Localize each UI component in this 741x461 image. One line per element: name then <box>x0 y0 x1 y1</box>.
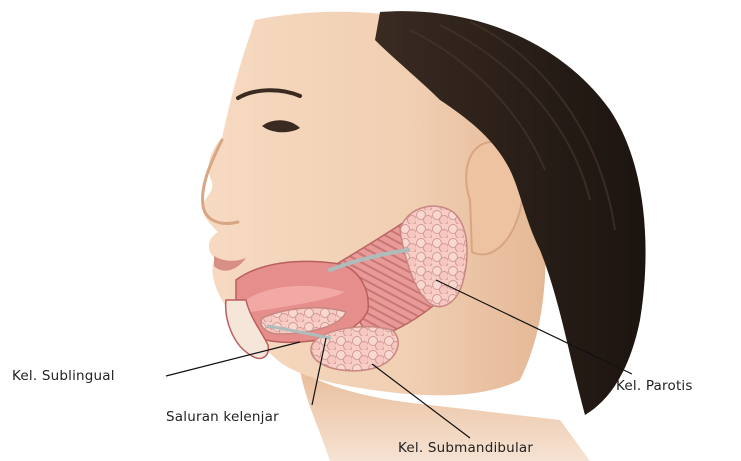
label-sublingual-gland: Kel. Sublingual <box>12 368 115 384</box>
label-parotid-gland: Kel. Parotis <box>616 378 693 394</box>
label-salivary-duct: Saluran kelenjar <box>166 409 279 425</box>
label-submandibular-gland: Kel. Submandibular <box>398 440 533 456</box>
